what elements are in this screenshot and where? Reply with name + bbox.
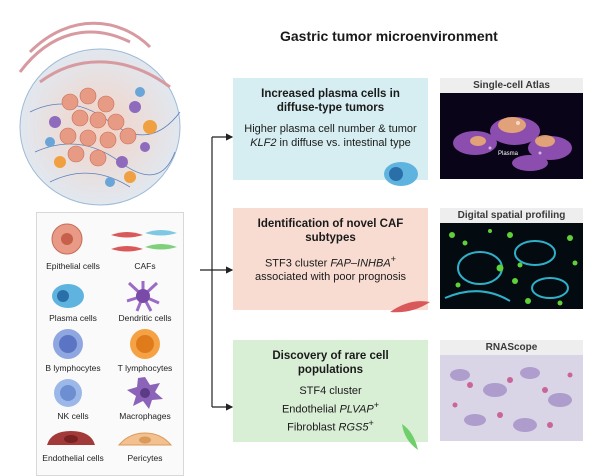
endothelial-cell-icon bbox=[47, 431, 95, 445]
legend-label-b-lymph: B lymphocytes bbox=[45, 363, 101, 373]
plasma-cell-icon bbox=[52, 284, 84, 308]
macrophage-icon bbox=[127, 377, 163, 409]
legend-label-macrophages: Macrophages bbox=[119, 411, 171, 421]
connector-arrows bbox=[200, 133, 234, 411]
image-title: RNAScope bbox=[440, 340, 583, 355]
legend-label-pericytes: Pericytes bbox=[127, 453, 163, 463]
digital-spatial-panel: Digital spatial profiling bbox=[440, 208, 583, 314]
digital-spatial-image bbox=[440, 223, 583, 309]
image-title: Single-cell Atlas bbox=[440, 78, 583, 93]
tumor-illustration bbox=[18, 21, 181, 206]
rnascope-image bbox=[440, 355, 583, 441]
figure-title: Gastric tumor microenvironment bbox=[280, 28, 498, 44]
legend-label-endothelial: Endothelial cells bbox=[42, 453, 104, 463]
panel-body: STF3 cluster FAP–INHBA+ associated with … bbox=[254, 254, 407, 284]
plasma-cell-icon bbox=[384, 162, 418, 186]
panel-heading: Identification of novel CAF subtypes bbox=[257, 218, 404, 244]
fibroblast-icon bbox=[402, 424, 418, 450]
panel-plasma-cells: Increased plasma cells in diffuse-type t… bbox=[233, 78, 428, 186]
plasma-cluster-label: Plasma bbox=[498, 151, 519, 157]
nk-cell-icon bbox=[54, 379, 82, 407]
panel-heading: Increased plasma cells in diffuse-type t… bbox=[261, 88, 400, 114]
panel-body: STF4 cluster Endothelial PLVAP+ Fibrobla… bbox=[281, 385, 380, 434]
t-lymphocyte-icon bbox=[130, 329, 160, 359]
epithelial-cell-icon bbox=[51, 223, 83, 255]
panel-body: Higher plasma cell number & tumor KLF2 i… bbox=[244, 123, 417, 149]
image-title: Digital spatial profiling bbox=[440, 208, 583, 223]
single-cell-atlas-panel: Single-cell Atlas Plasma bbox=[440, 78, 583, 184]
cell-type-legend: Epithelial cells CAFs Plasma cells Dendr… bbox=[36, 212, 184, 476]
single-cell-atlas-image: Plasma bbox=[440, 93, 583, 179]
rnascope-panel: RNAScope bbox=[440, 340, 583, 446]
legend-label-cafs: CAFs bbox=[134, 261, 156, 271]
b-lymphocyte-icon bbox=[53, 329, 83, 359]
legend-label-epithelial: Epithelial cells bbox=[46, 261, 100, 271]
dendritic-cell-icon bbox=[126, 281, 160, 312]
panel-rare-populations: Discovery of rare cell populations STF4 … bbox=[233, 340, 428, 450]
legend-label-nk: NK cells bbox=[57, 411, 89, 421]
caf-icon bbox=[111, 230, 177, 252]
legend-label-dendritic: Dendritic cells bbox=[118, 313, 172, 323]
pericyte-icon bbox=[117, 432, 173, 446]
caf-icon bbox=[390, 301, 430, 313]
legend-label-t-lymph: T lymphocytes bbox=[117, 363, 173, 373]
panel-caf-subtypes: Identification of novel CAF subtypes STF… bbox=[233, 208, 430, 313]
panel-heading: Discovery of rare cell populations bbox=[272, 350, 389, 376]
legend-label-plasma: Plasma cells bbox=[49, 313, 97, 323]
